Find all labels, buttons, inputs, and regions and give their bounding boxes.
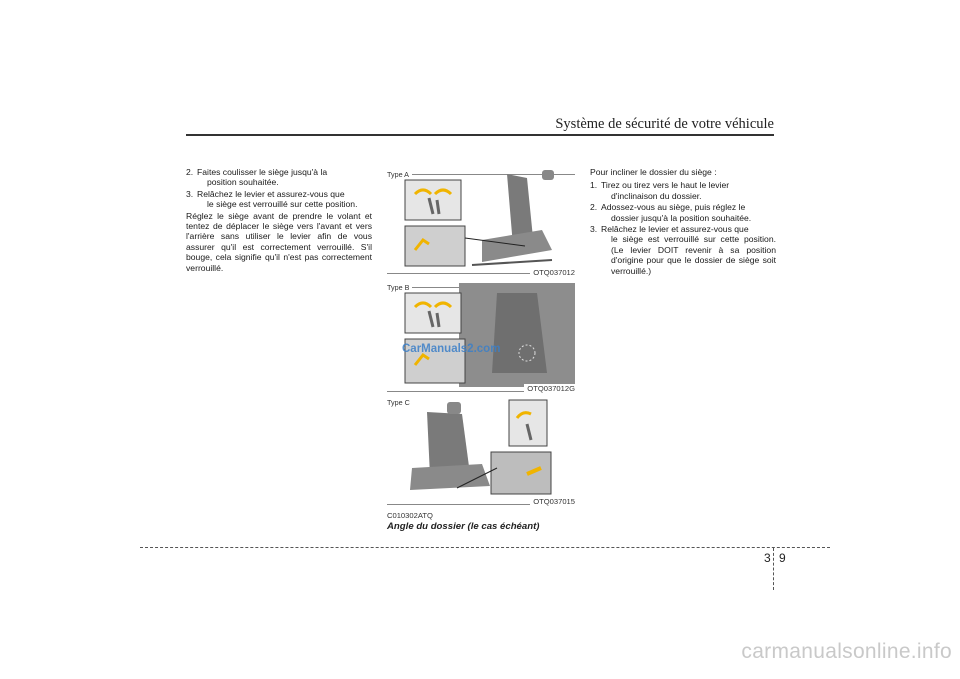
figure-type-a: Type A OTQ037012 [387,170,575,278]
step-text-rest: dossier jusqu'à la position souhaitée. [611,212,752,223]
step-number: 3. [590,224,598,235]
figure-caption: Angle du dossier (le cas échéant) [387,521,540,532]
intro-text: Pour incliner le dossier du siège : [590,167,717,177]
page-number-separator [773,548,774,590]
step-number: 2. [590,202,598,213]
figure-rule [387,174,575,175]
step-item: 2. Faites coulisser le siège jusqu'à la … [186,167,372,188]
step-text-first: Tirez ou tirez vers le haut le levier [601,180,730,191]
step-text-rest: le siège est verrouillé sur cette positi… [611,234,776,276]
step-number: 1. [590,180,598,191]
step-text-first: Relâchez le levier et assurez-vous que [601,224,749,235]
step-number: 2. [186,167,194,177]
step-text-first: Relâchez le levier et assurez-vous que [197,188,345,199]
figure-rule [387,273,575,274]
step-number: 3. [186,188,194,199]
step-item: 3. Relâchez le levier et assurez-vous qu… [590,224,776,276]
step-text-rest: position souhaitée. [207,177,279,188]
step-text-first: Adossez-vous au siège, puis réglez le [601,202,746,213]
seat-illustration [404,170,554,267]
figure-type-label: Type C [387,398,413,407]
step-item: 1. Tirez ou tirez vers le haut le levier… [590,180,776,201]
page-header-title: Système de sécurité de votre véhicule [555,116,774,132]
seat-illustration [404,283,575,387]
header-rule [186,134,774,136]
figure-type-label: Type A [387,170,412,179]
figure-type-b: Type B OTQ037012G [387,283,575,393]
figure-code: OTQ037012 [530,268,575,277]
page-number: 9 [779,551,786,565]
watermark: CarManuals2.com [402,343,501,355]
figure-rule [387,504,575,505]
figure-type-c: Type C OTQ037015 [387,398,575,506]
step-item: 3. Relâchez le levier et assurez-vous qu… [186,189,372,210]
step-text-rest: d'inclinaison du dossier. [611,190,702,201]
right-column: Pour incliner le dossier du siège : 1. T… [590,167,776,277]
figure-type-label: Type B [387,283,413,292]
step-text-rest: le siège est verrouillé sur cette positi… [207,199,358,210]
left-column: 2. Faites coulisser le siège jusqu'à la … [186,167,372,273]
footer-site-watermark: carmanualsonline.info [741,640,952,663]
chapter-number: 3 [764,551,771,565]
figure-rule [387,391,575,392]
step-item: 2. Adossez-vous au siège, puis réglez le… [590,202,776,223]
figure-caption-code: C010302ATQ [387,511,433,520]
footer-dashed-rule [140,547,830,548]
seat-illustration [410,399,552,495]
instruction-paragraph: Réglez le siège avant de prendre le vola… [186,210,372,273]
step-text-first: Faites coulisser le siège jusqu'à la [197,167,328,177]
figure-code: OTQ037012G [524,384,575,393]
figure-code: OTQ037015 [530,497,575,506]
